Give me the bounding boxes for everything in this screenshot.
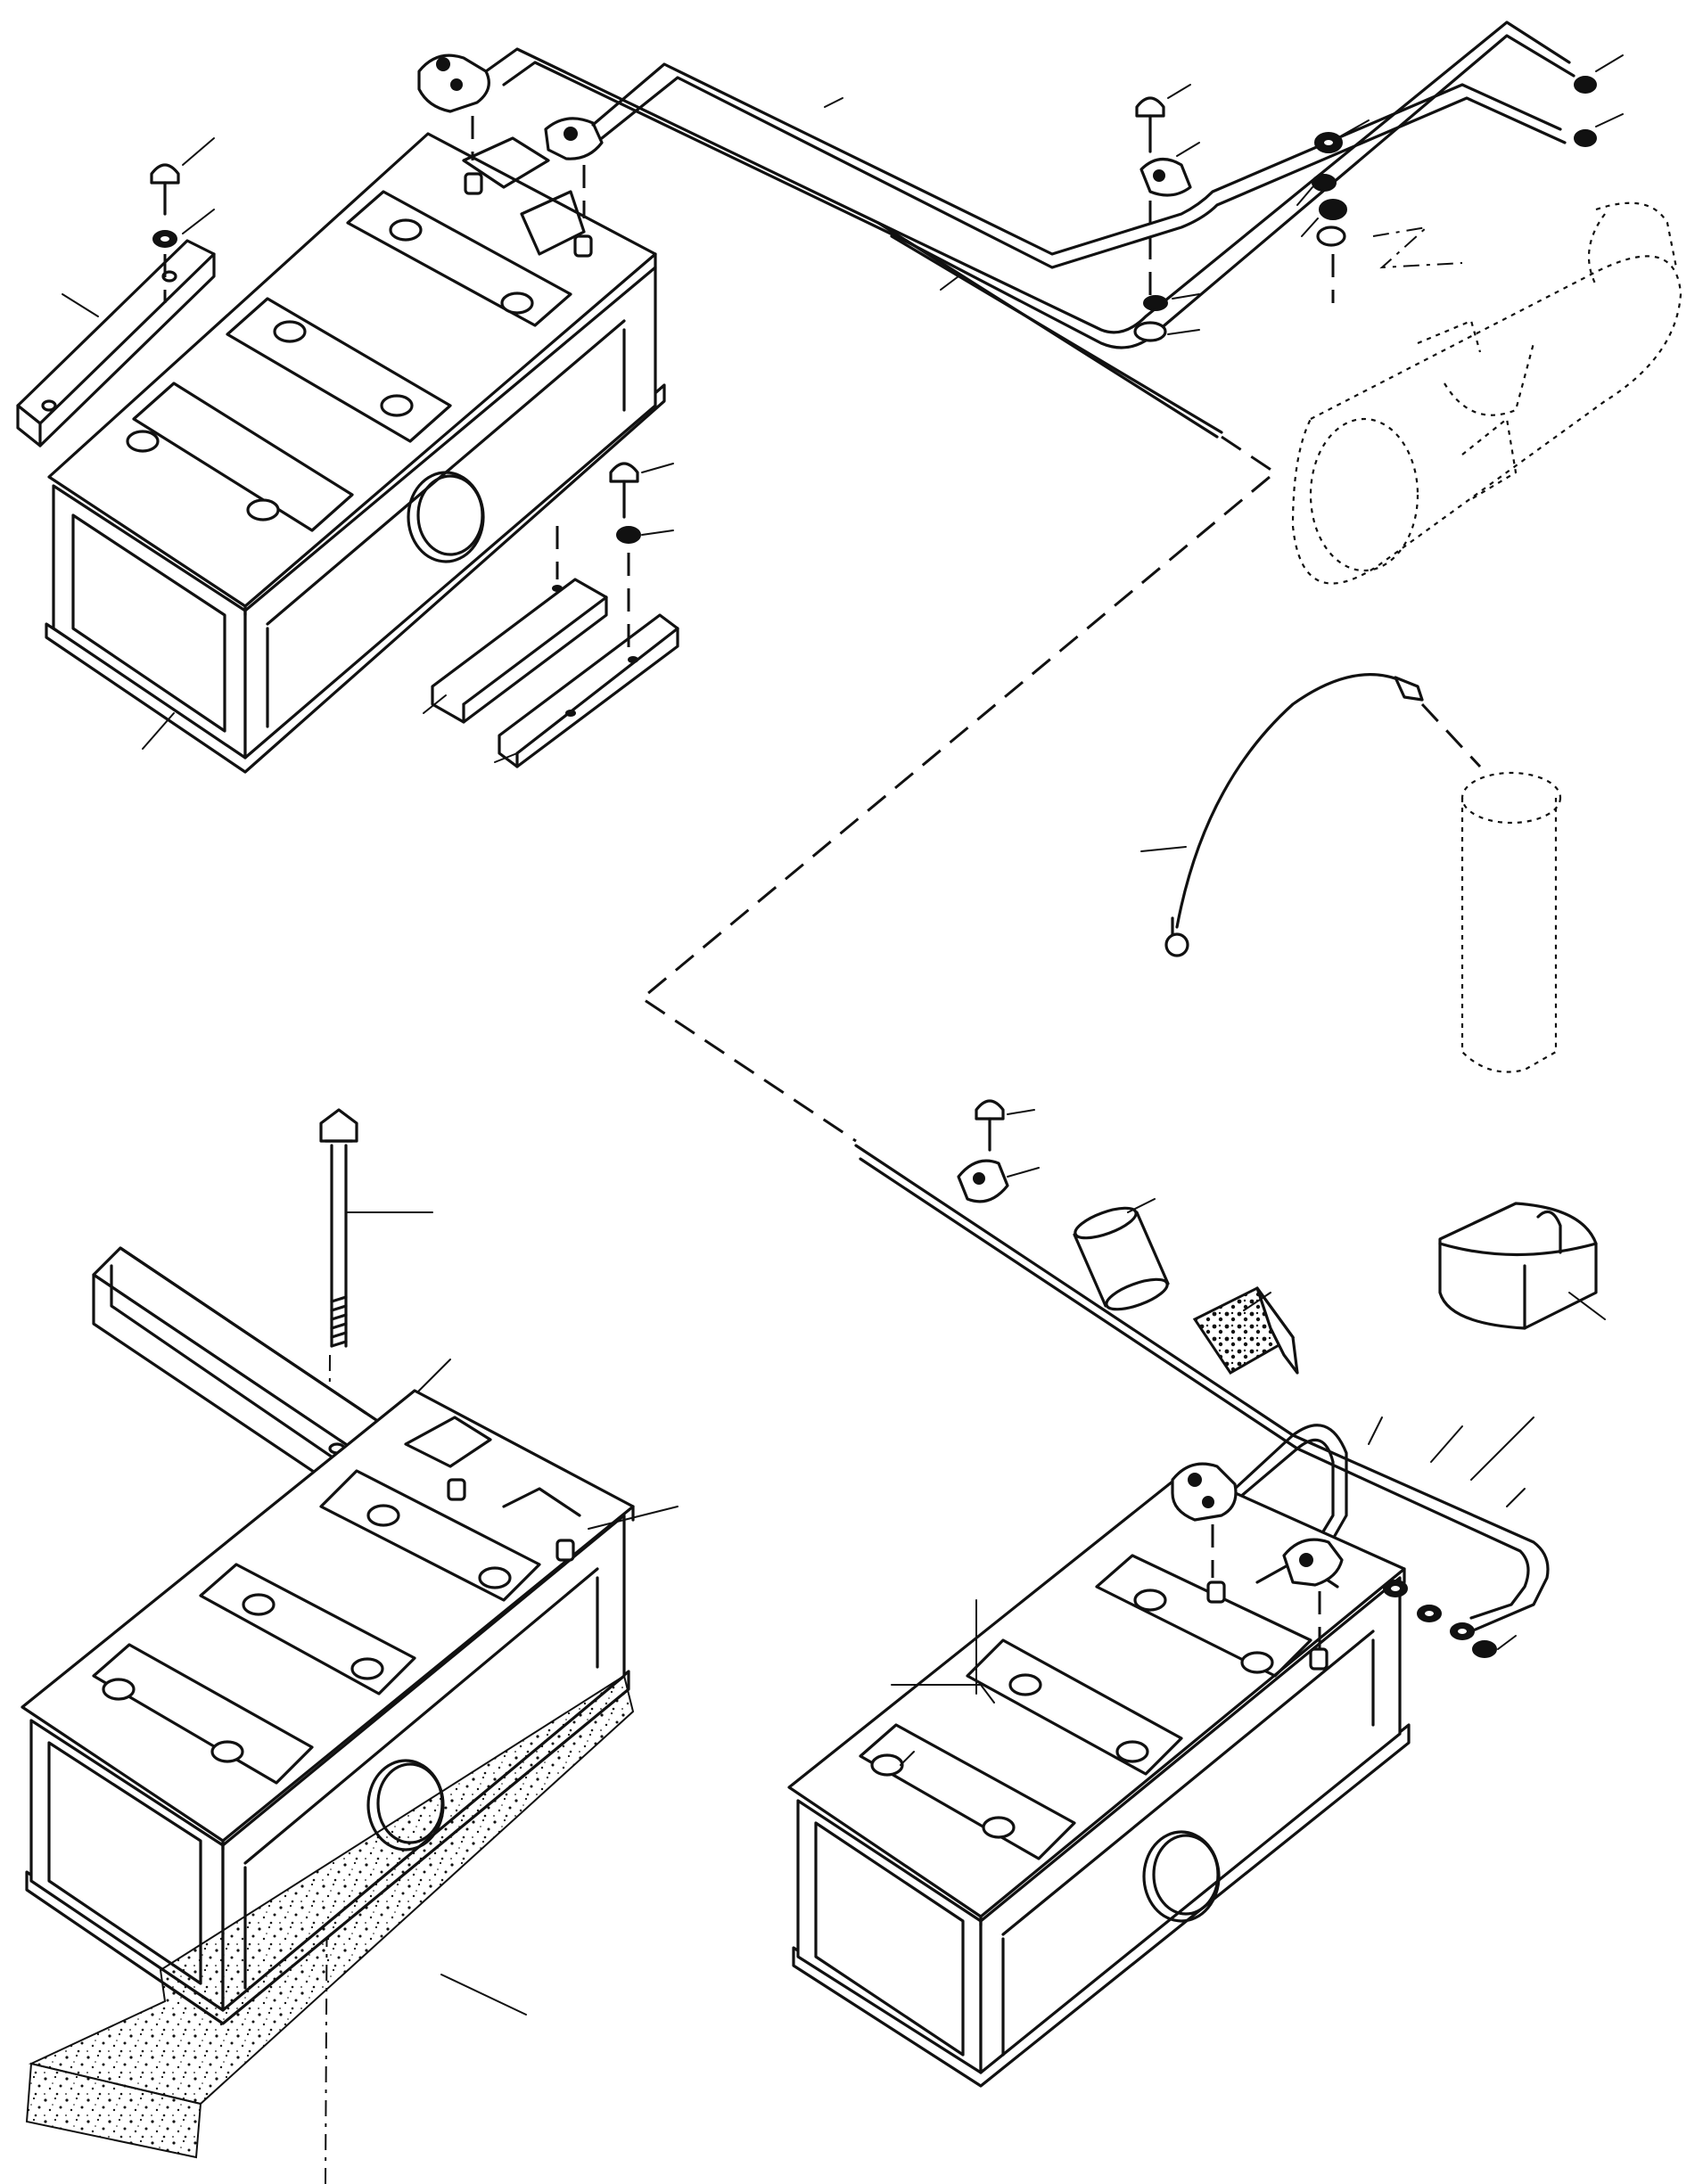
foam-insulator [1192,1286,1299,1375]
mounting-brackets-top [423,462,679,768]
battery-bottom-right [787,1469,1411,2088]
u-channel-bracket [92,1246,451,1499]
battery-top-left [45,132,666,774]
cable-clamp-top [1133,84,1200,342]
cable-routing-dashed [639,435,1278,1143]
cable-clamp-bottom [957,1099,1040,1203]
ground-cable-sender [1140,673,1562,1073]
terminal-clamps-bottom-right [1171,1462,1517,1658]
battery-mat-bottom [25,1674,635,2159]
starter-terminal-nuts [1296,119,1370,303]
terminal-boot [1438,1202,1606,1330]
terminal-clamps-top-left [417,53,604,258]
starter-motor-phantom [1291,201,1682,585]
battery-cables-bottom [854,1144,1550,1633]
cable-sleeve [1073,1198,1170,1311]
bolt-washer-top-left [150,137,215,303]
